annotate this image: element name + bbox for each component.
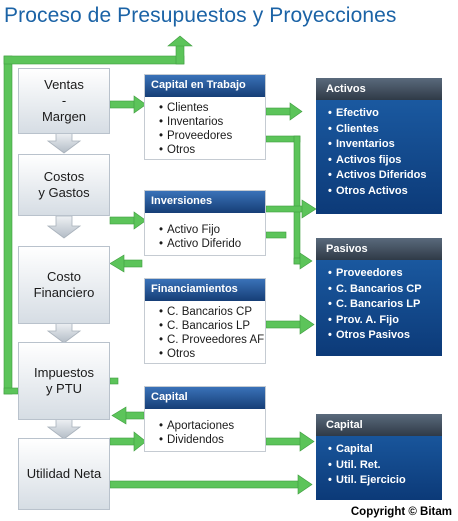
list-item: C. Bancarios CP xyxy=(328,282,442,298)
box-header: Activos xyxy=(316,78,442,100)
box-capital-right: Capital Capital Util. Ret. Util. Ejercic… xyxy=(316,414,442,500)
step-line: y PTU xyxy=(45,381,83,396)
page-title: Proceso de Presupuestos y Proyecciones xyxy=(4,4,397,27)
box-header: Inversiones xyxy=(145,191,265,213)
step-costo-financiero: Costo Financiero xyxy=(18,246,110,324)
list-item: Otros xyxy=(159,347,265,361)
step-line: Costos xyxy=(43,169,85,184)
box-inversiones: Inversiones Activo Fijo Activo Diferido xyxy=(144,190,266,256)
list-item: Activo Fijo xyxy=(159,223,265,237)
list-item: Util. Ret. xyxy=(328,458,442,474)
list-item: Proveedores xyxy=(159,129,265,143)
list-item: Activo Diferido xyxy=(159,237,265,251)
step-line: Ventas xyxy=(44,77,84,92)
step-line: - xyxy=(61,93,67,108)
step-costos-gastos: Costos y Gastos xyxy=(18,154,110,216)
list-item: Otros Pasivos xyxy=(328,328,442,344)
box-header: Pasivos xyxy=(316,238,442,260)
list-item: C. Bancarios CP xyxy=(159,305,265,319)
list-item: Proveedores xyxy=(328,266,442,282)
list-item: Util. Ejercicio xyxy=(328,473,442,489)
list-item: Otros Activos xyxy=(328,184,442,200)
box-pasivos: Pasivos Proveedores C. Bancarios CP C. B… xyxy=(316,238,442,356)
step-utilidad-neta: Utilidad Neta xyxy=(18,438,110,510)
list-item: C. Proveedores AF xyxy=(159,333,265,347)
step-line: Impuestos xyxy=(34,365,94,380)
step-ventas-margen: Ventas - Margen xyxy=(18,68,110,134)
step-line: y Gastos xyxy=(38,185,90,200)
list-item: Activos Diferidos xyxy=(328,168,442,184)
step-line: Margen xyxy=(41,109,87,124)
box-financiamientos: Financiamientos C. Bancarios CP C. Banca… xyxy=(144,278,266,364)
step-line: Utilidad Neta xyxy=(26,466,102,481)
copyright-text: Copyright © Bitam xyxy=(350,506,452,518)
box-activos: Activos Efectivo Clientes Inventarios Ac… xyxy=(316,78,442,214)
list-item: Activos fijos xyxy=(328,153,442,169)
step-line: Financiero xyxy=(33,285,95,300)
list-item: Otros xyxy=(159,143,265,157)
list-item: Prov. A. Fijo xyxy=(328,313,442,329)
list-item: Dividendos xyxy=(159,433,265,447)
list-item: C. Bancarios LP xyxy=(328,297,442,313)
step-impuestos-ptu: Impuestos y PTU xyxy=(18,342,110,420)
box-header: Capital xyxy=(145,387,265,409)
list-item: Efectivo xyxy=(328,106,442,122)
list-item: Aportaciones xyxy=(159,419,265,433)
box-header: Financiamientos xyxy=(145,279,265,301)
list-item: C. Bancarios LP xyxy=(159,319,265,333)
box-capital-en-trabajo: Capital en Trabajo Clientes Inventarios … xyxy=(144,74,266,160)
list-item: Inventarios xyxy=(328,137,442,153)
list-item: Clientes xyxy=(328,122,442,138)
list-item: Inventarios xyxy=(159,115,265,129)
list-item: Clientes xyxy=(159,101,265,115)
box-capital-aportaciones: Capital Aportaciones Dividendos xyxy=(144,386,266,452)
box-header: Capital en Trabajo xyxy=(145,75,265,97)
list-item: Capital xyxy=(328,442,442,458)
step-line: Costo xyxy=(47,269,81,284)
box-header: Capital xyxy=(316,414,442,436)
